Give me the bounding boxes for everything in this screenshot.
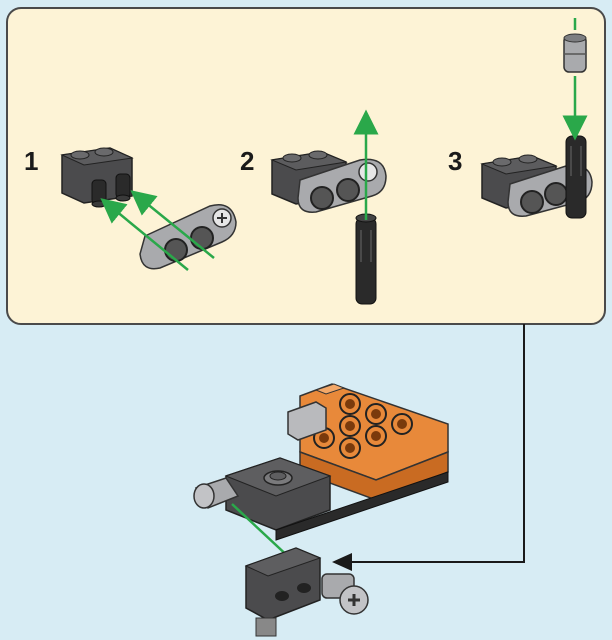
pointer-arrow [332,324,525,571]
step-number-3: 3 [448,146,463,176]
step2-beam-with-pin-icon [270,109,387,305]
step-number-2: 2 [240,146,255,176]
step3-axle-with-bushing-icon [480,18,593,219]
main-model-orange-plate-assembly-icon [193,383,449,637]
step-number-1: 1 [24,146,39,176]
step1-brick-with-pins-icon [60,147,237,271]
